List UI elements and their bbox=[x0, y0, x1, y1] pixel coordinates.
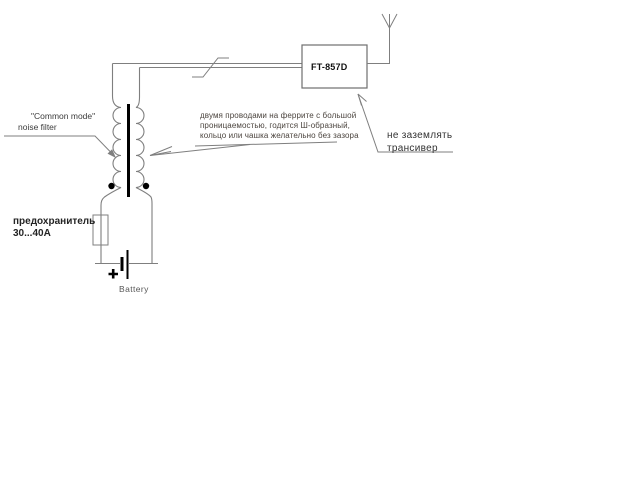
cable-slash-icon bbox=[192, 57, 229, 78]
ferrite-note-line1: двумя проводами на феррите с большой bbox=[200, 111, 357, 120]
battery-label: Battery bbox=[119, 284, 149, 294]
leader-common-mode-arrowhead bbox=[107, 149, 116, 158]
leader-ferrite bbox=[149, 141, 338, 156]
no-ground-note-line2: трансивер bbox=[387, 143, 438, 154]
transceiver-box bbox=[301, 44, 368, 89]
antenna-icon bbox=[367, 13, 398, 64]
leader-ferrite-arrowhead bbox=[149, 146, 173, 156]
leader-common-mode-line bbox=[4, 135, 113, 154]
antenna-whip bbox=[381, 13, 398, 29]
battery-plus-sign bbox=[108, 269, 118, 279]
choke-right-winding bbox=[135, 67, 153, 264]
choke-left-winding bbox=[100, 63, 122, 264]
common-mode-filter-label: "Common mode" noise filter bbox=[18, 111, 95, 133]
ferrite-note-line2: проницаемостью, годится Ш-образный, bbox=[200, 121, 350, 130]
polarity-dot-right bbox=[142, 182, 150, 190]
battery-symbol bbox=[95, 250, 158, 279]
polarity-dot-left bbox=[108, 182, 115, 190]
common-mode-filter-label-line2: noise filter bbox=[18, 122, 57, 132]
transceiver-model-label: FT-857D bbox=[311, 61, 348, 72]
fuse-label: предохранитель 30...40А bbox=[13, 216, 95, 240]
fuse-label-line1: предохранитель bbox=[13, 216, 96, 227]
leader-no-ground bbox=[357, 93, 453, 153]
no-ground-note: не заземлять трансивер bbox=[387, 129, 452, 155]
antenna-feed-wire bbox=[367, 28, 390, 64]
leader-no-ground-arrowhead bbox=[357, 93, 367, 106]
ferrite-note-line3: кольцо или чашка желательно без зазора bbox=[200, 131, 359, 140]
common-mode-filter-label-line1: "Common mode" bbox=[31, 111, 96, 121]
leader-no-ground-line bbox=[357, 93, 453, 153]
fuse-label-line2: 30...40А bbox=[13, 228, 51, 239]
leader-ferrite-line bbox=[149, 144, 251, 156]
no-ground-note-line1: не заземлять bbox=[387, 130, 453, 141]
ferrite-note: двумя проводами на феррите с большой про… bbox=[200, 111, 359, 141]
fuse-symbol bbox=[92, 214, 109, 246]
leader-common-mode bbox=[4, 135, 116, 158]
dc-wire-pair bbox=[112, 63, 302, 68]
ferrite-underline bbox=[194, 141, 338, 147]
